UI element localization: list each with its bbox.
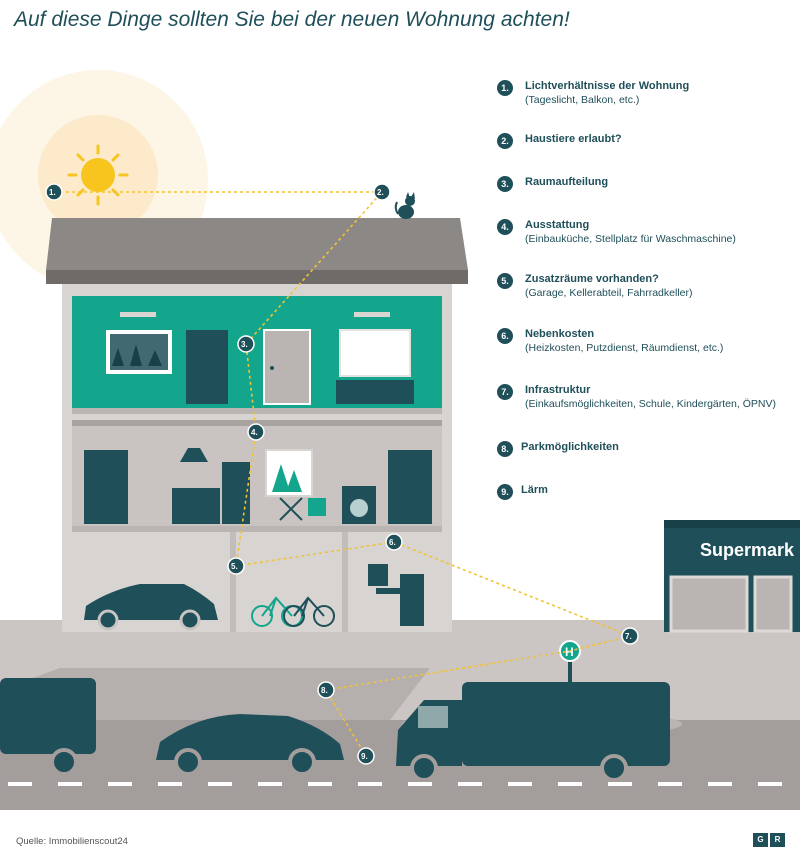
scene-marker-2: 2.: [373, 183, 391, 201]
bus-stop-label: H: [565, 645, 574, 659]
scene-marker-3-label: 3.: [241, 340, 248, 349]
scene-marker-1-label: 1.: [49, 188, 56, 197]
garage-car: [84, 584, 218, 631]
scene-marker-5: 5.: [227, 557, 245, 575]
floor-slab-top: [72, 408, 442, 414]
logo-letter-g: G: [753, 833, 768, 847]
tv-screen: [339, 329, 411, 377]
scene-marker-8-label: 8.: [321, 686, 328, 695]
bicycles: [251, 596, 335, 627]
publisher-logo: G R: [753, 833, 785, 847]
legend-number: 9.: [497, 484, 513, 500]
legend-title: Parkmöglichkeiten: [521, 441, 619, 453]
scene-marker-5-label: 5.: [231, 562, 238, 571]
scene-marker-3: 3.: [237, 335, 255, 353]
legend-number: 1.: [497, 80, 513, 96]
door-middle-left: [84, 450, 128, 524]
legend-subtitle: (Heizkosten, Putzdienst, Räumdienst, etc…: [525, 342, 724, 354]
kitchen-hood: [180, 448, 208, 462]
house: [46, 218, 468, 632]
legend-title: Infrastruktur: [525, 384, 591, 396]
car-street: [156, 714, 344, 776]
legend-subtitle: (Einbauküche, Stellplatz für Waschmaschi…: [525, 233, 736, 245]
legend-subtitle: (Garage, Kellerabteil, Fahrradkeller): [525, 287, 693, 299]
road-markings: [8, 782, 782, 786]
legend-title: Raumaufteilung: [525, 176, 609, 188]
page-title: Auf diese Dinge sollten Sie bei der neue…: [14, 8, 570, 31]
cat: [394, 192, 415, 219]
kitchen-counter: [172, 488, 220, 524]
scene-marker-8: 8.: [317, 681, 335, 699]
legend-number: 4.: [497, 219, 513, 235]
legend-title: Zusatzräume vorhanden?: [525, 273, 659, 285]
legend-subtitle: (Tageslicht, Balkon, etc.): [525, 94, 640, 106]
legend-title: Nebenkosten: [525, 328, 595, 340]
supermarket-building: Supermark: [664, 520, 800, 633]
scene-marker-6: 6.: [385, 533, 403, 551]
logo-letter-r: R: [770, 833, 785, 847]
scene-marker-7: 7.: [621, 627, 639, 645]
delivery-truck-left: [0, 678, 96, 776]
legend-number: 7.: [497, 384, 513, 400]
fridge: [222, 462, 250, 524]
floor-slab-middle: [72, 526, 442, 532]
legend-subtitle: (Einkaufsmöglichkeiten, Schule, Kindergä…: [525, 398, 776, 410]
roof-eave: [46, 270, 468, 284]
sun: [67, 144, 129, 206]
legend-number: 5.: [497, 273, 513, 289]
scene-marker-7-label: 7.: [625, 632, 632, 641]
heating-boiler: [368, 564, 424, 626]
van-street: [396, 682, 670, 782]
scene-marker-6-label: 6.: [389, 538, 396, 547]
scene-marker-4-label: 4.: [251, 428, 258, 437]
scene-marker-2-label: 2.: [377, 188, 384, 197]
connector-path: [54, 191, 633, 757]
legend-title: Ausstattung: [525, 219, 590, 231]
roof: [46, 218, 468, 270]
legend-number: 8.: [497, 441, 513, 457]
legend-title: Lärm: [521, 484, 548, 496]
source-credit: Quelle: Immobilienscout24: [16, 836, 128, 847]
supermarket-sign: Supermark: [700, 540, 795, 560]
tshirt: [308, 498, 326, 516]
legend-number: 6.: [497, 328, 513, 344]
legend-title: Lichtverhältnisse der Wohnung: [525, 80, 690, 92]
drying-rack: [279, 497, 303, 521]
scene-marker-4: 4.: [247, 423, 265, 441]
scene-marker-9: 9.: [357, 747, 375, 765]
legend-number: 3.: [497, 176, 513, 192]
parking-lot: [0, 668, 430, 720]
scene-marker-1: 1.: [45, 183, 63, 201]
legend-title: Haustiere erlaubt?: [525, 133, 622, 145]
tv-stand: [336, 380, 414, 404]
scene-marker-9-label: 9.: [361, 752, 368, 761]
door-top-left: [186, 330, 228, 404]
door-middle-right: [388, 450, 432, 524]
legend-number: 2.: [497, 133, 513, 149]
